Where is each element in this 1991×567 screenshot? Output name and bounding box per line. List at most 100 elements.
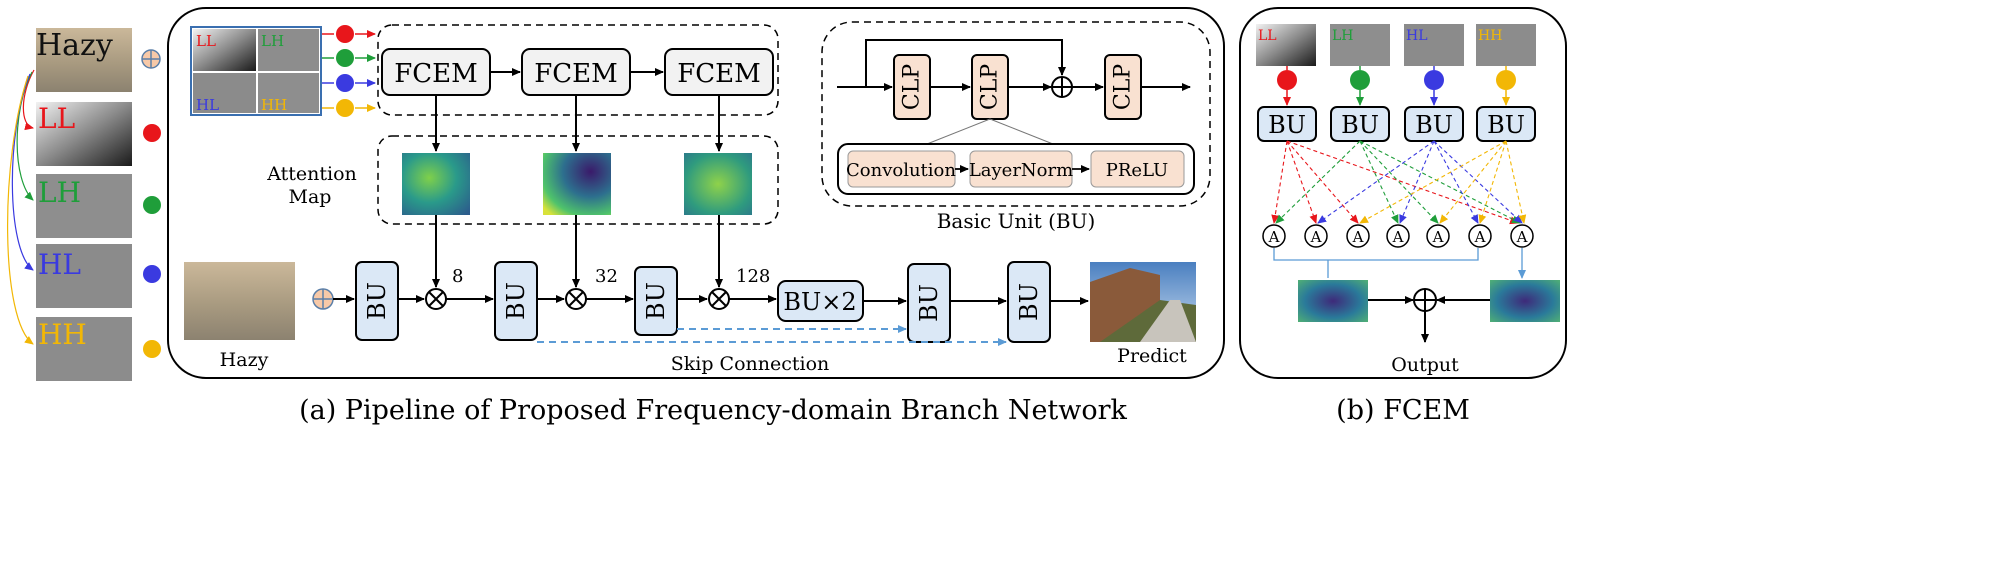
svg-text:FCEM: FCEM <box>534 59 618 89</box>
grid-ll-image <box>193 29 256 71</box>
add-circle-bu <box>1051 76 1073 98</box>
fcem-bu-lh: BU <box>1330 106 1390 142</box>
fcem-hh-image <box>1476 24 1536 66</box>
grid-hl-image <box>193 73 256 113</box>
svg-text:BU: BU <box>1015 283 1043 321</box>
pipe-add-circle <box>312 288 334 310</box>
left-hh-dot <box>143 340 161 358</box>
svg-text:BU: BU <box>1341 111 1379 139</box>
attention-map-label-2: Map <box>289 186 332 208</box>
svg-text:BU: BU <box>915 284 943 322</box>
pipe-bu-5: BU <box>1007 261 1051 343</box>
grid-hh-label: HH <box>261 96 287 114</box>
left-hl-image <box>36 244 132 308</box>
left-hh-label: HH <box>38 318 87 351</box>
left-add-circle <box>141 49 161 69</box>
prelu-box: PReLU <box>1090 150 1185 188</box>
wavelet-grid: LL LH HL HH <box>190 26 322 116</box>
fcem-output-label: Output <box>1391 354 1459 376</box>
pipe-hazy-label: Hazy <box>220 349 269 371</box>
a-node-2: A <box>1304 224 1328 248</box>
predict-label: Predict <box>1117 345 1187 367</box>
fcem-attention-nodes: A A A A A A A <box>1262 224 1534 248</box>
svg-text:CLP: CLP <box>978 64 1003 110</box>
left-hh-arrow <box>7 75 34 345</box>
left-lh-dot <box>143 196 161 214</box>
left-hazy-label: Hazy <box>36 28 113 63</box>
svg-text:FCEM: FCEM <box>394 59 478 89</box>
pipeline-panel <box>167 7 1225 379</box>
left-ll-label: LL <box>38 102 75 135</box>
fcem-ll-label: LL <box>1258 28 1277 44</box>
caption-b: (b) FCEM <box>1336 395 1470 426</box>
left-lh-label: LH <box>38 176 81 209</box>
channel-label-8: 8 <box>452 266 463 287</box>
fcem-hl-label: HL <box>1406 28 1428 44</box>
attention-map-3 <box>684 153 752 215</box>
left-hl-arrow <box>11 73 34 271</box>
fcem-feature-map-1 <box>1298 280 1368 322</box>
svg-text:BU: BU <box>363 282 391 320</box>
skip-connection-label: Skip Connection <box>671 353 830 375</box>
left-column: Hazy LL LH HL HH <box>7 28 161 381</box>
left-ll-image <box>36 102 132 166</box>
fcem-add-circle <box>1413 288 1437 312</box>
svg-text:A: A <box>1352 228 1364 246</box>
fcem-lh-dot <box>1350 70 1370 90</box>
left-hl-dot <box>143 265 161 283</box>
a-node-5: A <box>1426 224 1450 248</box>
clp-box-3: CLP <box>1104 54 1142 120</box>
basic-unit-title: Basic Unit (BU) <box>937 209 1096 233</box>
pipe-bu-3: BU <box>634 266 678 336</box>
grid-hl-label: HL <box>196 96 219 114</box>
fcem-lh-label: LH <box>1332 28 1354 44</box>
fcem-box-2: FCEM <box>521 48 631 96</box>
bu-residual-path <box>865 39 1066 87</box>
a-node-1: A <box>1262 224 1286 248</box>
grid-ll-label: LL <box>196 32 216 50</box>
fcem-bu-hh: BU <box>1476 106 1536 142</box>
pipe-hazy-image <box>184 262 295 340</box>
left-ll-dot <box>143 124 161 142</box>
mult-circle-1 <box>425 288 447 310</box>
svg-text:A: A <box>1516 228 1528 246</box>
left-hazy-image <box>36 28 132 92</box>
svg-text:LayerNorm: LayerNorm <box>969 160 1073 181</box>
a-node-6: A <box>1468 224 1492 248</box>
clp-box-2: CLP <box>971 54 1009 120</box>
svg-text:BU: BU <box>642 282 670 320</box>
pipe-lh-dot <box>336 49 354 67</box>
svg-text:A: A <box>1310 228 1322 246</box>
mult-circle-3 <box>708 288 730 310</box>
svg-text:PReLU: PReLU <box>1106 160 1168 181</box>
predict-image <box>1090 262 1196 342</box>
pipe-bu-4: BU <box>907 263 951 343</box>
fcem-hl-image <box>1404 24 1464 66</box>
mult-circle-2 <box>565 288 587 310</box>
a-node-7: A <box>1510 224 1534 248</box>
attention-group <box>377 135 779 225</box>
convolution-box: Convolution <box>846 150 956 188</box>
pipe-hl-dot <box>336 74 354 92</box>
pipe-ll-dot <box>336 25 354 43</box>
freq-inputs <box>322 25 376 117</box>
svg-text:FCEM: FCEM <box>677 59 761 89</box>
clp-box-1: CLP <box>893 54 931 120</box>
left-lh-image <box>36 174 132 238</box>
attention-map-1 <box>402 153 470 215</box>
fcem-ll-image <box>1256 24 1316 66</box>
pipe-bu-x2: BU×2 <box>777 280 864 322</box>
a-node-4: A <box>1386 224 1410 248</box>
fcem-bu-hl: BU <box>1404 106 1464 142</box>
fcem-hh-dot <box>1496 70 1516 90</box>
channel-label-128: 128 <box>736 266 770 287</box>
svg-text:A: A <box>1432 228 1444 246</box>
left-hl-label: HL <box>38 248 81 281</box>
channel-label-32: 32 <box>595 266 618 287</box>
left-ll-arrow <box>22 69 35 131</box>
grid-lh-image <box>258 29 319 71</box>
fcem-hh-label: HH <box>1478 28 1502 44</box>
pipe-hh-dot <box>336 99 354 117</box>
svg-text:BU: BU <box>1268 111 1306 139</box>
